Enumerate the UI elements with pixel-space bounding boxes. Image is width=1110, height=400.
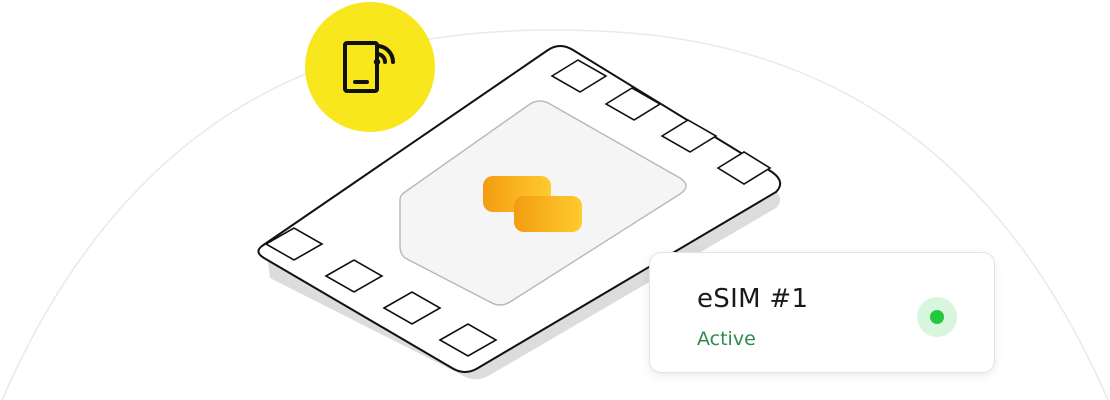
phone-signal-icon	[343, 41, 395, 93]
contact-pad	[438, 323, 498, 357]
contact-pad	[550, 59, 608, 93]
esim-title: eSIM #1	[697, 284, 809, 314]
contact-pad	[382, 291, 442, 325]
esim-status-label: Active	[697, 328, 756, 350]
status-dot-icon	[930, 310, 944, 324]
esim-status-card[interactable]: eSIM #1 Active	[649, 252, 995, 373]
contact-pad	[324, 259, 384, 293]
contact-pad	[264, 227, 324, 261]
contact-pads-left	[264, 227, 498, 357]
chip-logo-icon	[483, 176, 582, 232]
contact-pads-right	[550, 59, 772, 185]
signal-badge	[305, 2, 435, 132]
contact-pad	[604, 87, 662, 121]
status-indicator	[917, 297, 957, 337]
contact-pad	[660, 119, 718, 153]
contact-pad	[716, 151, 772, 185]
